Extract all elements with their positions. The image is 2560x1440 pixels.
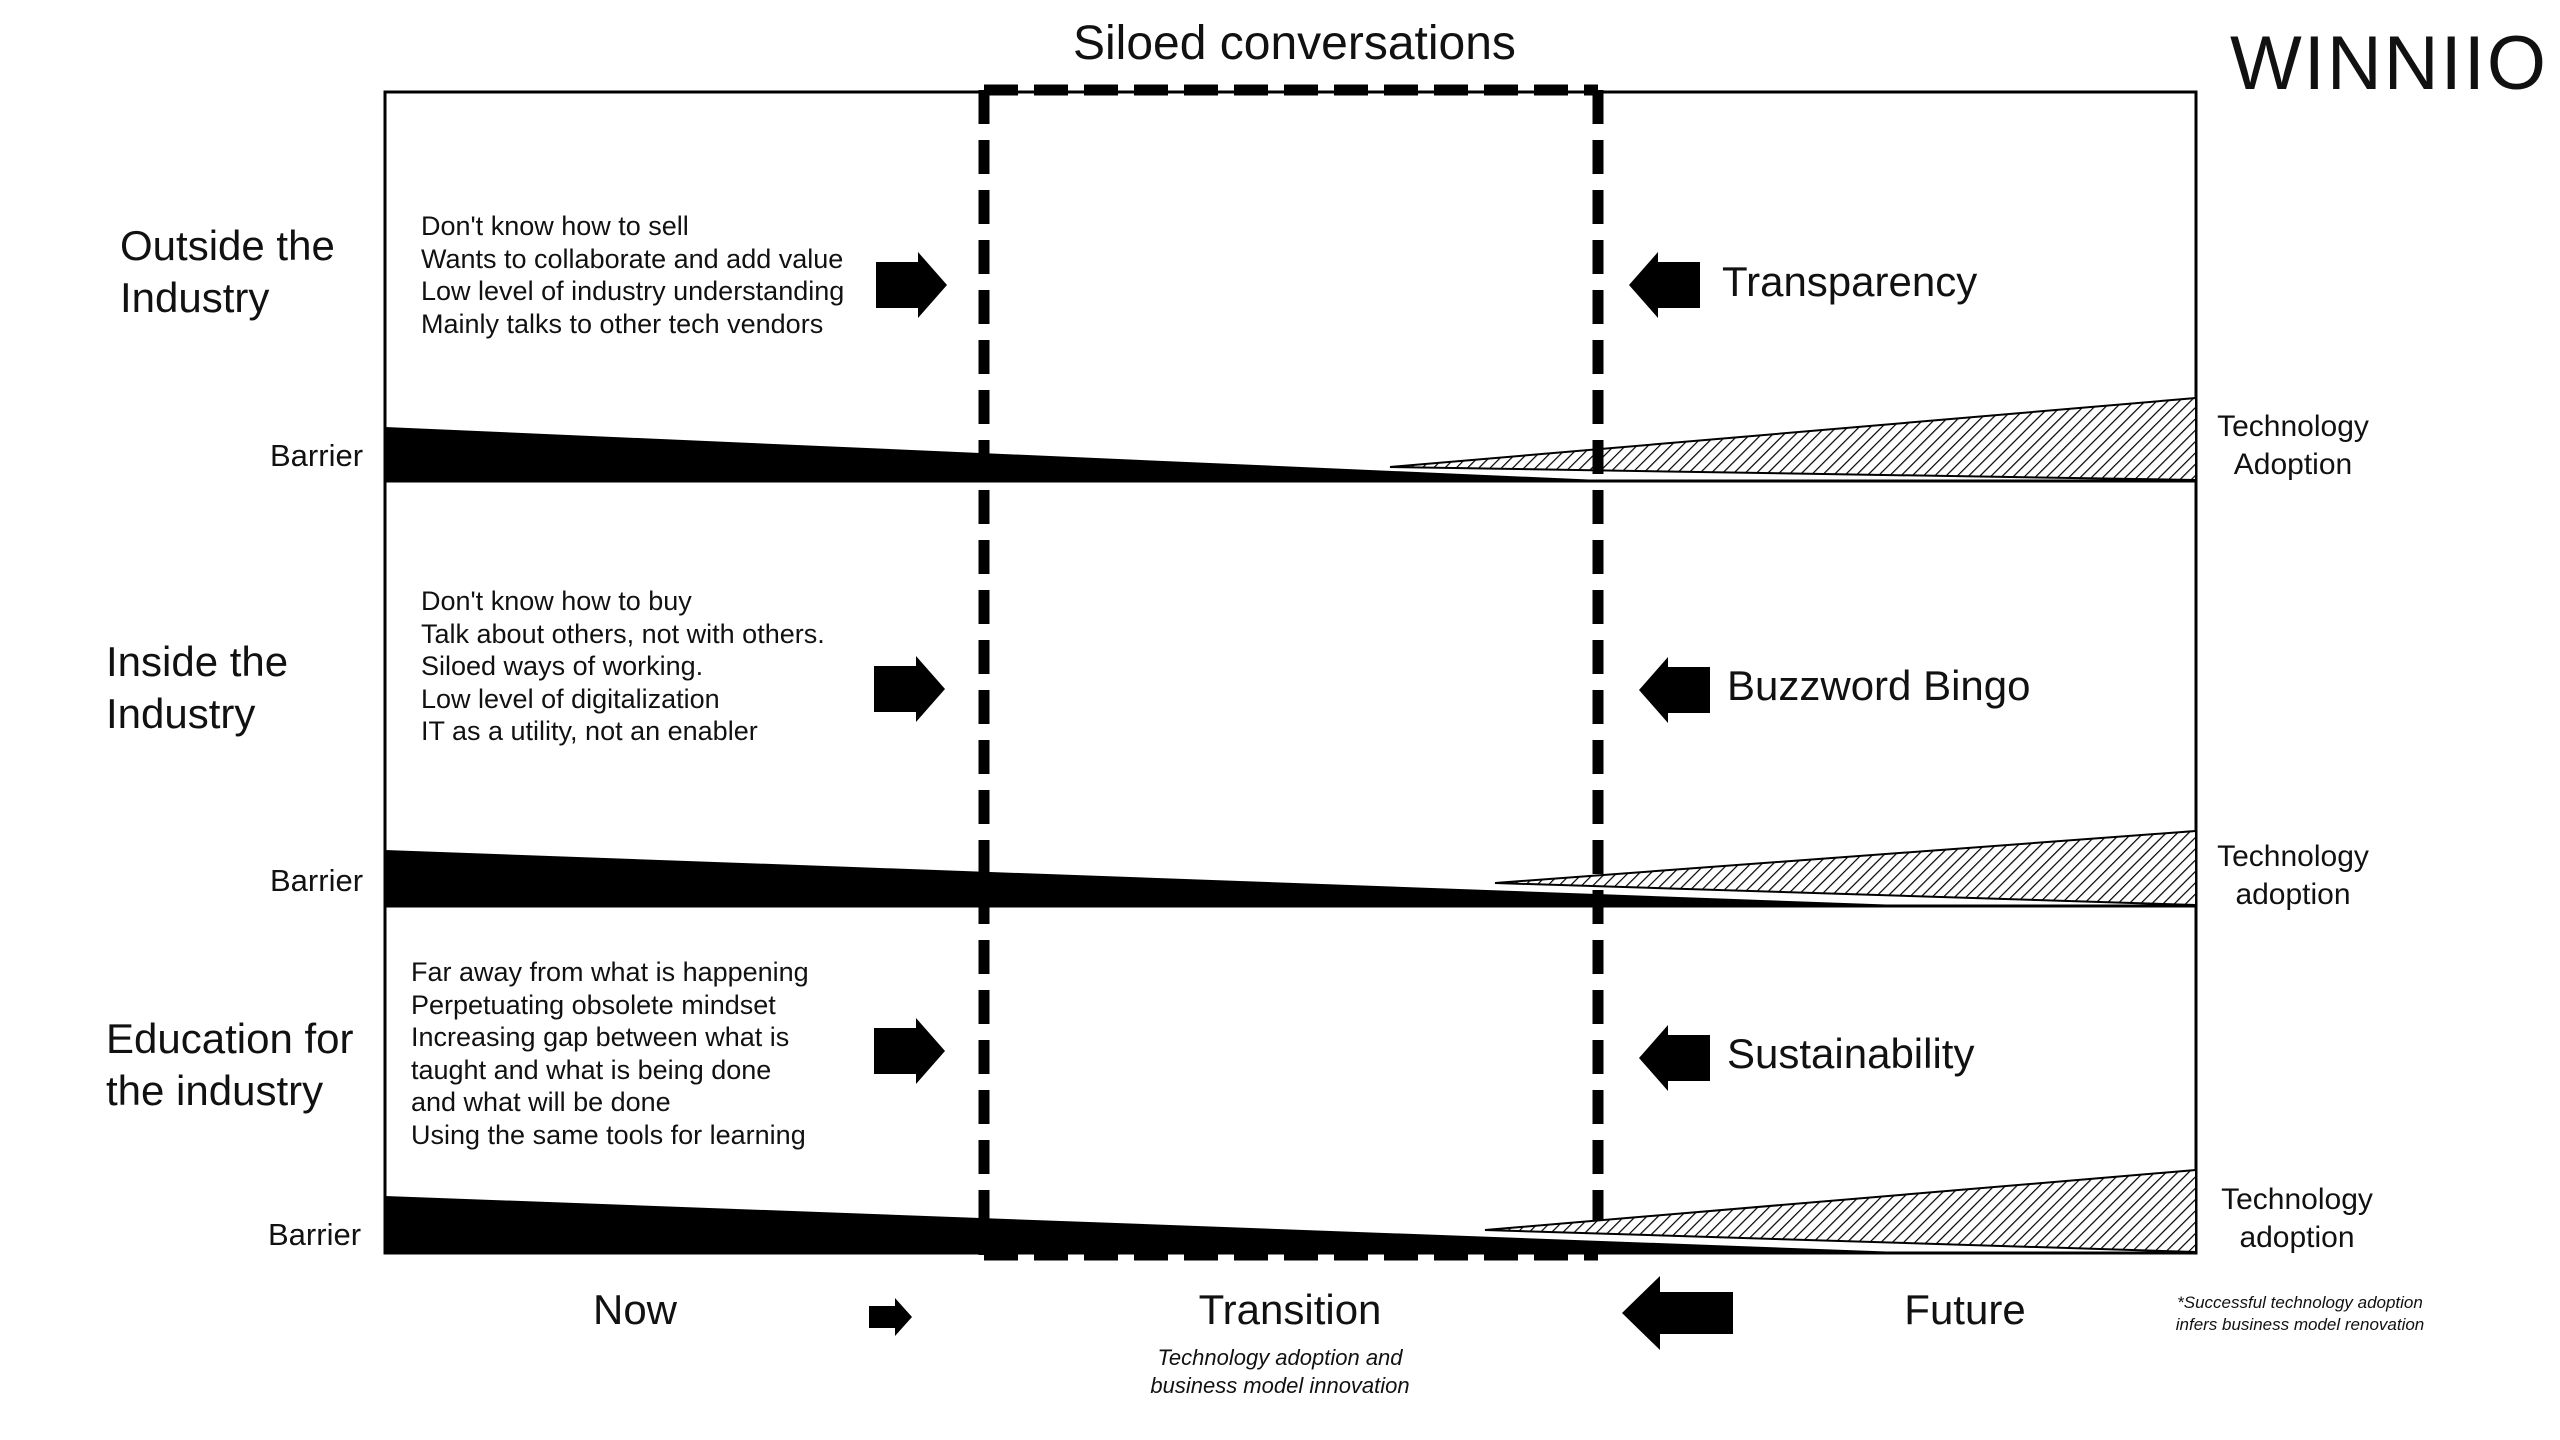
technology-adoption-wedge-3 [1484, 1168, 2197, 1254]
force-label-transparency: Transparency [1722, 258, 1978, 305]
list-item: and what will be done [411, 1087, 671, 1117]
arrow-left-icon [1629, 252, 1700, 318]
row-1-timeline [385, 396, 2197, 483]
barrier-wedge-1 [385, 427, 1600, 480]
list-item: IT as a utility, not an enabler [421, 716, 758, 746]
arrow-left-icon [1622, 1276, 1733, 1350]
arrow-right-icon [874, 656, 945, 722]
row-label-education: Education for the industry [106, 1015, 354, 1114]
barrier-label: Barrier [268, 1217, 362, 1252]
list-item: Talk about others, not with others. [421, 618, 825, 649]
phase-now: Now [592, 1286, 678, 1333]
row-3-bullet-list: Far away from what is happening Perpetua… [411, 956, 809, 1151]
list-item: Perpetuating obsolete mindset [411, 989, 776, 1020]
technology-adoption-wedge-2 [1494, 829, 2197, 907]
list-item: taught and what is being done [411, 1054, 772, 1085]
row-label-outside-industry: Outside the Industry [120, 222, 335, 321]
row-label-inside-industry: Inside the Industry [106, 638, 289, 737]
arrow-right-icon [869, 1298, 912, 1336]
brand-logo: WINNIIO [2230, 21, 2548, 106]
barrier-label: Barrier [270, 438, 364, 473]
phase-future: Future [1904, 1286, 2026, 1333]
footnote: *Successful technology adoption infers b… [2175, 1293, 2425, 1334]
list-item: Low level of industry understanding [421, 276, 845, 306]
barrier-wedge-2 [385, 850, 1900, 905]
transition-note: Technology adoption and business model i… [1150, 1345, 1410, 1398]
row-2-timeline [385, 829, 2197, 908]
technology-adoption-label: Technology adoption [2217, 840, 2369, 911]
force-label-buzzword-bingo: Buzzword Bingo [1727, 662, 2031, 709]
technology-adoption-label: Technology Adoption [2217, 410, 2369, 481]
arrow-left-icon [1639, 1025, 1710, 1091]
arrow-left-icons [1622, 252, 1733, 1350]
arrow-right-icons [869, 252, 947, 1336]
force-label-sustainability: Sustainability [1727, 1030, 1975, 1077]
phase-transition: Transition [1198, 1286, 1382, 1333]
row-2-bullet-list: Don't know how to buy Talk about others,… [421, 585, 825, 748]
list-item: Wants to collaborate and add value [421, 243, 844, 274]
barrier-label: Barrier [270, 863, 364, 898]
list-item: Low level of digitalization [421, 683, 720, 714]
list-item: Mainly talks to other tech vendors [421, 308, 824, 339]
arrow-right-icon [874, 1018, 945, 1084]
row-3-timeline [385, 1168, 2197, 1254]
page-title: Siloed conversations [1073, 17, 1516, 70]
technology-adoption-wedge-1 [1389, 396, 2197, 482]
arrow-left-icon [1639, 657, 1710, 723]
technology-adoption-label: Technology adoption [2221, 1183, 2373, 1254]
list-item: Using the same tools for learning [411, 1119, 806, 1150]
list-item: Increasing gap between what is [411, 1022, 790, 1052]
arrow-right-icon [876, 252, 947, 318]
siloed-conversations-box [978, 84, 1604, 1261]
list-item: Far away from what is happening [411, 957, 809, 987]
barrier-wedge-3 [385, 1196, 1900, 1252]
row-1-bullet-list: Don't know how to sell Wants to collabor… [421, 210, 844, 340]
list-item: Don't know how to buy [421, 586, 692, 616]
list-item: Don't know how to sell [421, 211, 689, 241]
list-item: Siloed ways of working. [421, 651, 704, 681]
